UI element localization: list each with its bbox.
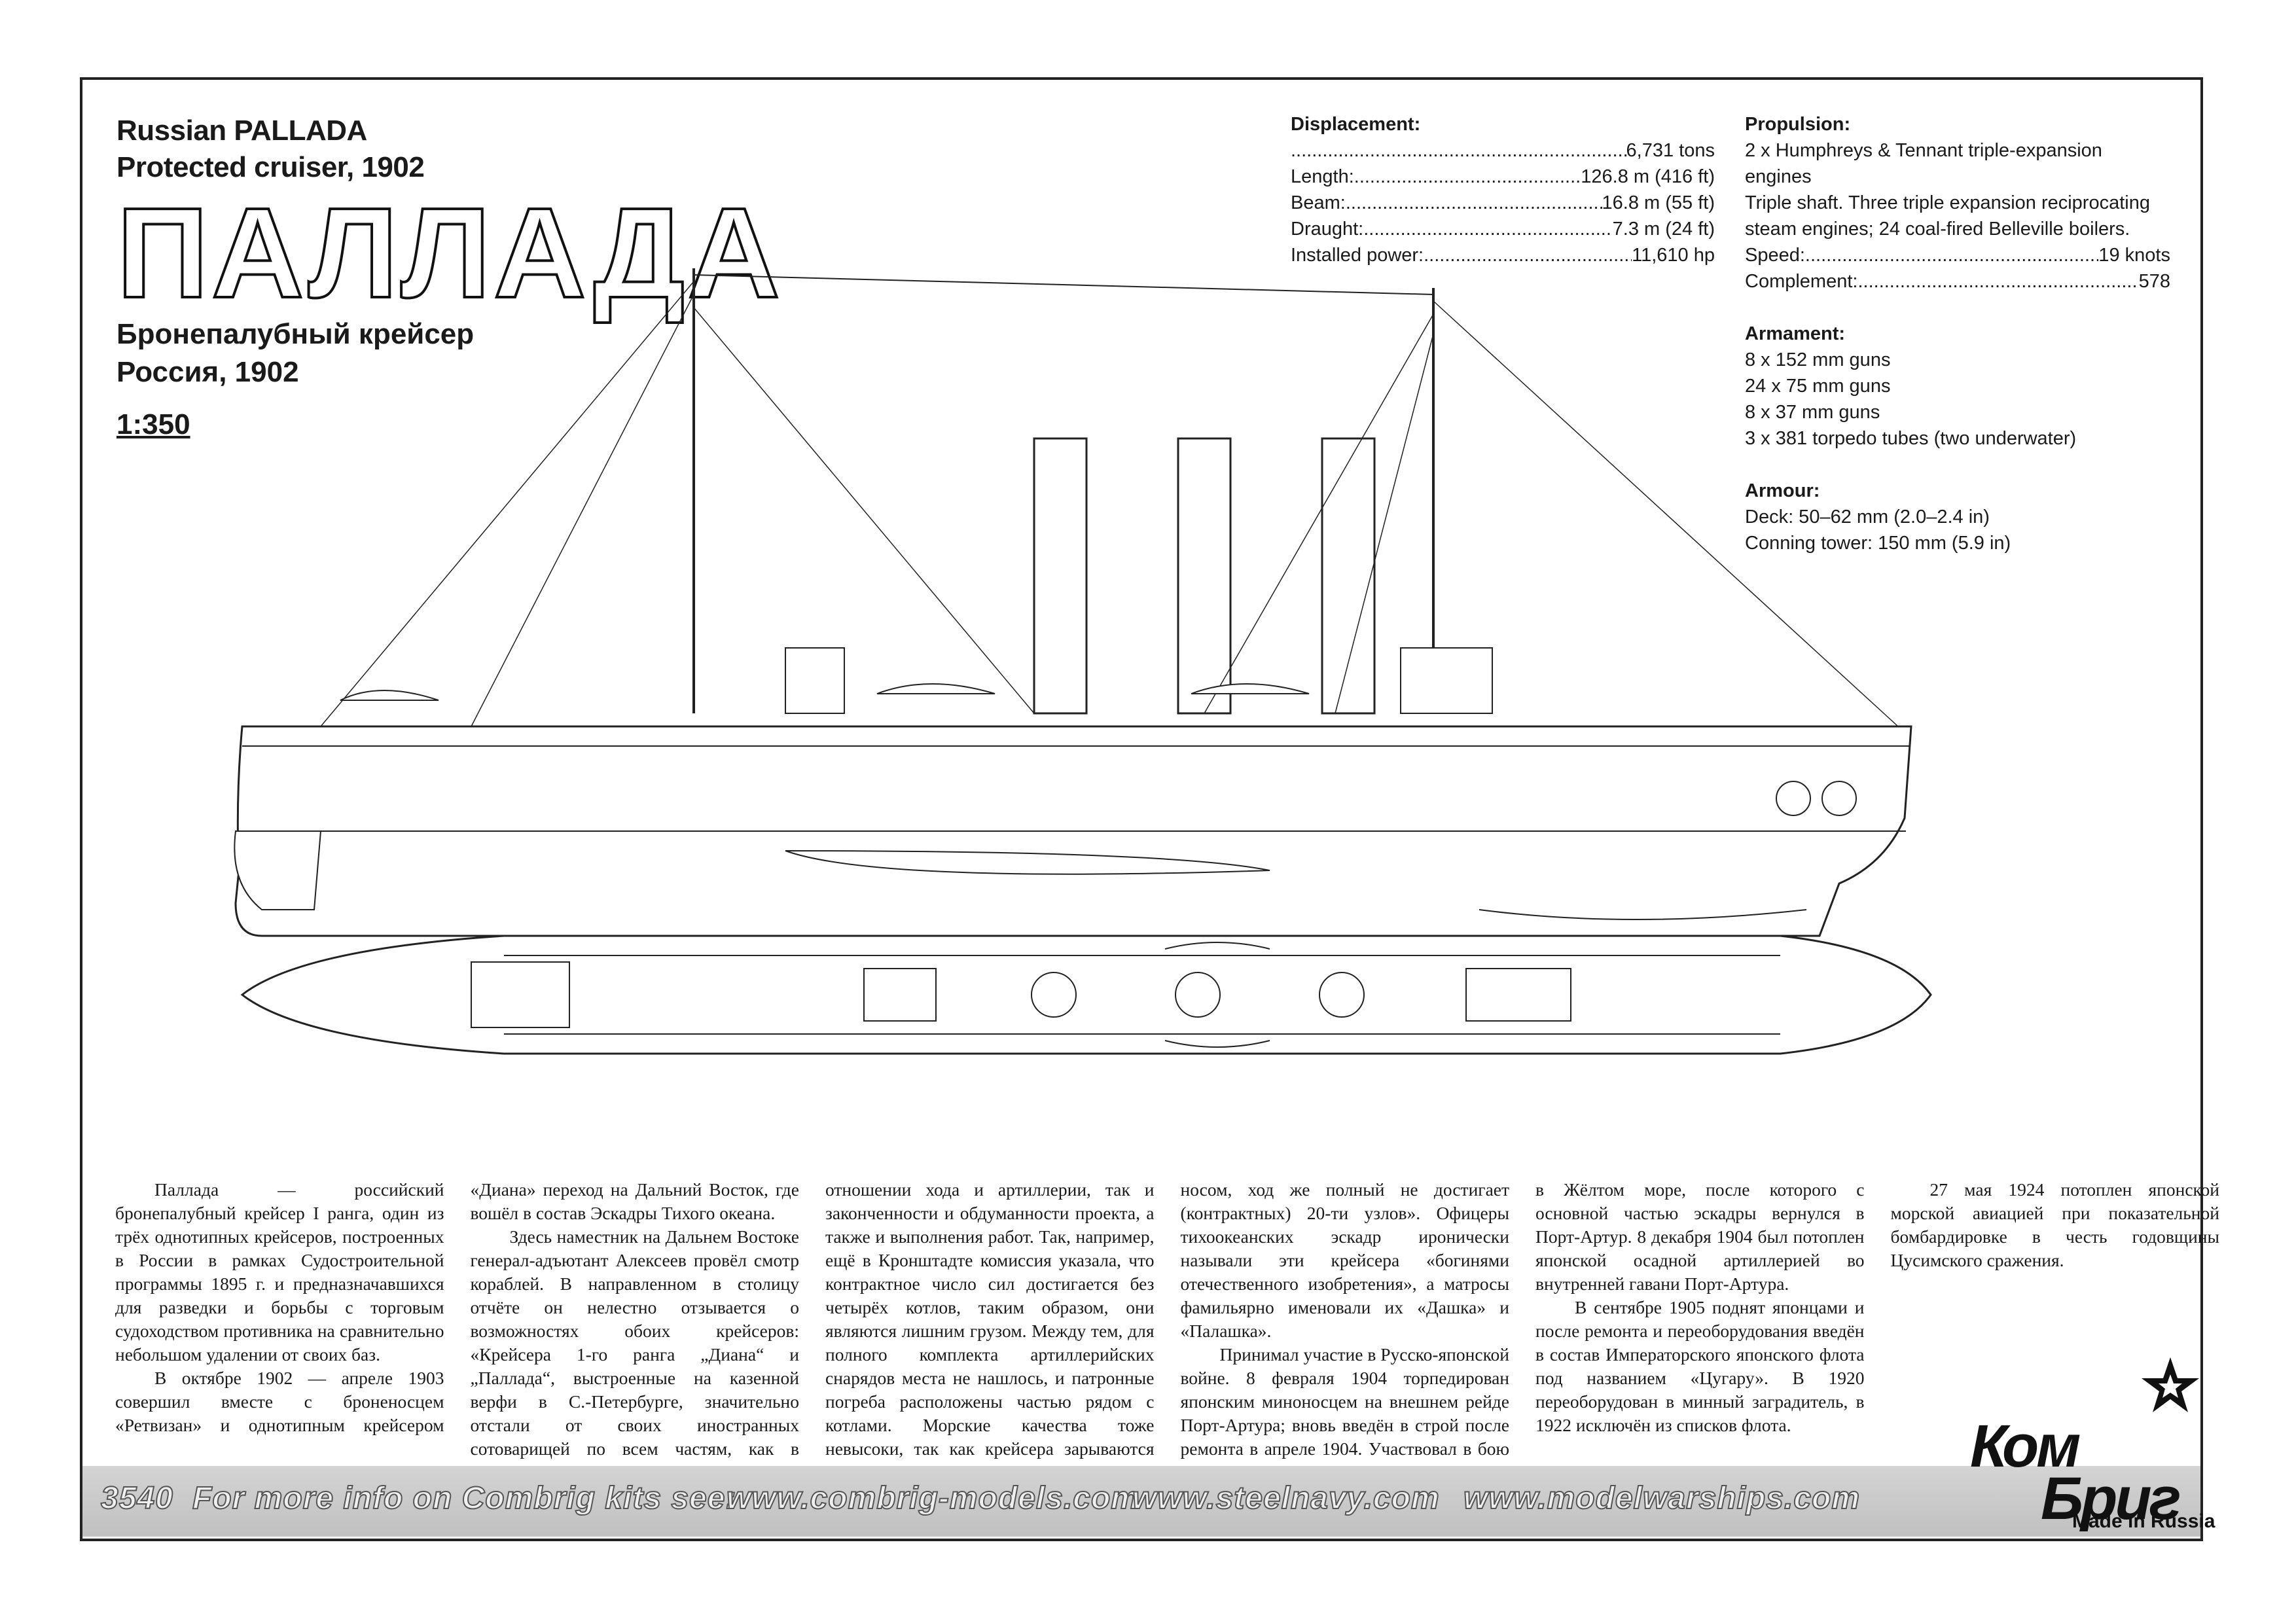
logo-word-kom: Ком (1970, 1413, 2081, 1480)
plan-view-drawing (240, 935, 1932, 1055)
armour-heading: Armour: (1745, 480, 1820, 501)
history-paragraph: 27 мая 1924 потоплен японской морской ав… (1890, 1179, 2220, 1270)
armament-line: 3 x 381 torpedo tubes (two underwater) (1745, 428, 2077, 449)
armament-heading: Armament: (1745, 323, 1846, 344)
history-paragraph: Принимал участие в Русско-японской войне… (1180, 1179, 1865, 1459)
link-combrig[interactable]: www.combrig-models.com (726, 1480, 1139, 1516)
footer-bar: 3540 For more info on Combrig kits see: … (82, 1466, 2200, 1537)
subtitle-english: Protected cruiser, 1902 (117, 151, 425, 183)
armour-line: Conning tower: 150 mm (5.9 in) (1745, 533, 2011, 554)
armament-line: 24 x 75 mm guns (1745, 376, 1891, 397)
spec-label: Length: (1291, 166, 1354, 187)
subtitle-russian: Бронепалубный крейсер (117, 318, 475, 350)
spec-row: Beam: 16.8 m (55 ft) (1291, 190, 1715, 216)
link-steelnavy[interactable]: www.steelnavy.com (1132, 1480, 1440, 1516)
combrig-logo: Ком Бриг Made in Russia (1962, 1355, 2215, 1539)
displacement-row: 6,731 tons (1291, 137, 1715, 164)
history-paragraph: В октябре 1902 — апреле 1903 совершил вм… (115, 1179, 799, 1435)
spec-label: Complement: (1745, 271, 1858, 292)
spec-value: 11,610 hp (1632, 245, 1715, 266)
made-in-russia: Made in Russia (2072, 1510, 2215, 1532)
spec-value: 19 knots (2098, 245, 2170, 266)
spec-row: Installed power: 11,610 hp (1291, 242, 1715, 268)
title-block: Russian PALLADA Protected cruiser, 1902 … (115, 113, 783, 441)
spec-row: Length: 126.8 m (416 ft) (1291, 164, 1715, 190)
displacement-heading: Displacement: (1291, 114, 1421, 135)
displacement-value: 6,731 tons (1626, 140, 1715, 161)
spec-value: 578 (2138, 271, 2170, 292)
subtitle-russian-year: Россия, 1902 (117, 356, 299, 388)
side-profile-drawing (234, 268, 1912, 937)
history-paragraph: В сентябре 1905 поднят японцами и после … (1535, 1297, 1865, 1435)
title-russian-outline: ПАЛЛАДА (115, 181, 783, 325)
history-paragraph: Паллада — российский бронепалубный крейс… (115, 1179, 444, 1364)
specs-column-left: Displacement: 6,731 tons Length: 126.8 m … (1291, 111, 1715, 268)
spec-row: Draught: 7.3 m (24 ft) (1291, 216, 1715, 242)
armament-line: 8 x 37 mm guns (1745, 402, 1880, 423)
logo-word-brig: Бриг (2041, 1465, 2181, 1532)
propulsion-line: 2 x Humphreys & Tennant triple-expansion… (1745, 140, 2102, 187)
propulsion-line: Triple shaft. Three triple expansion rec… (1745, 192, 2150, 213)
scale-label: 1:350 (117, 408, 190, 440)
armament-line: 8 x 152 mm guns (1745, 349, 1891, 370)
star-emblem-icon (2142, 1357, 2199, 1412)
spec-label: Beam: (1291, 192, 1346, 213)
spec-value: 16.8 m (55 ft) (1602, 192, 1715, 213)
history-paragraph: Здесь наместник на Дальнем Востоке генер… (470, 1179, 1510, 1459)
specs-column-right: Propulsion: 2 x Humphreys & Tennant trip… (1745, 111, 2170, 556)
spec-label: Speed: (1745, 245, 1805, 266)
kit-number: 3540 (100, 1480, 173, 1516)
title-english: Russian PALLADA (117, 115, 367, 147)
armour-line: Deck: 50–62 mm (2.0–2.4 in) (1745, 507, 1990, 527)
spec-value: 126.8 m (416 ft) (1581, 166, 1715, 187)
spec-row: Complement: 578 (1745, 268, 2170, 294)
spec-label: Installed power: (1291, 245, 1424, 266)
link-modelwarships[interactable]: www.modelwarships.com (1463, 1480, 1861, 1516)
footer-info-text: For more info on Combrig kits see: (192, 1480, 737, 1516)
spec-label: Draught: (1291, 219, 1364, 240)
propulsion-line: steam engines; 24 coal-fired Belleville … (1745, 219, 2130, 240)
propulsion-heading: Propulsion: (1745, 114, 1851, 135)
spec-row: Speed: 19 knots (1745, 242, 2170, 268)
ship-drawings (234, 268, 1932, 1055)
spec-value: 7.3 m (24 ft) (1612, 219, 1715, 240)
history-text: Паллада — российский бронепалубный крейс… (115, 1178, 2219, 1466)
